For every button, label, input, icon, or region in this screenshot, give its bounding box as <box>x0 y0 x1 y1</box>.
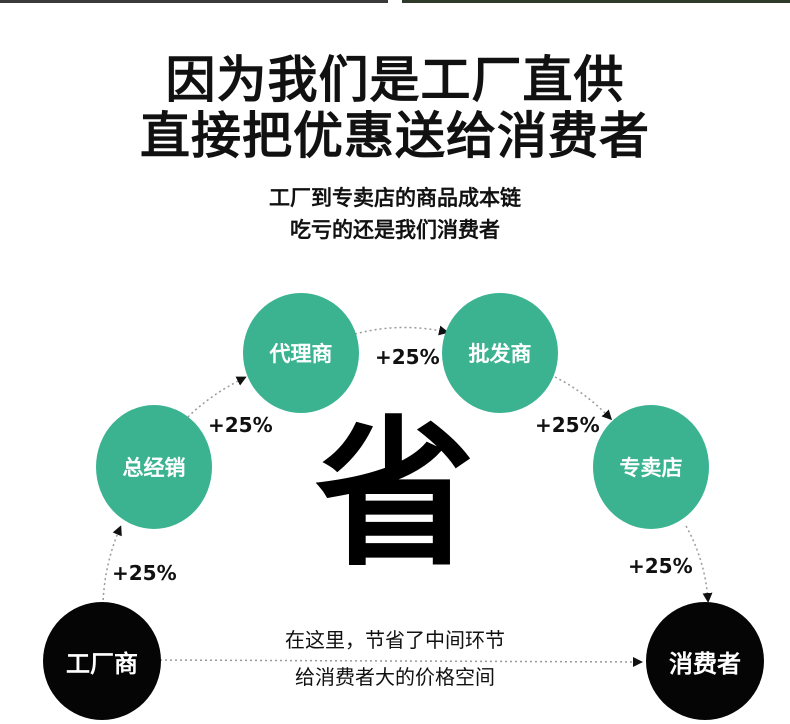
markup-label-5: +25% <box>628 554 693 578</box>
headline-line-2: 直接把优惠送给消费者 <box>140 107 650 165</box>
node-distributor-label: 总经销 <box>122 456 186 480</box>
arrow-factory-to-consumer <box>149 656 643 667</box>
top-divider-left <box>0 0 388 3</box>
node-agent: 代理商 <box>243 293 359 413</box>
save-character: 省 <box>315 401 476 588</box>
node-factory-label: 工厂商 <box>66 649 138 678</box>
node-wholesaler-label: 批发商 <box>468 342 532 366</box>
node-store: 专卖店 <box>593 405 709 529</box>
markup-label-3: +25% <box>375 345 440 369</box>
arrow-store-to-consumer <box>685 525 713 603</box>
arrow-distributor-to-agent <box>187 376 247 418</box>
arrow-factory-to-distributor <box>102 525 122 606</box>
node-factory: 工厂商 <box>43 602 161 720</box>
subhead-line-1: 工厂到专卖店的商品成本链 <box>269 186 521 210</box>
subhead-line-2: 吃亏的还是我们消费者 <box>290 218 500 242</box>
node-consumer: 消费者 <box>646 602 764 720</box>
node-agent-label: 代理商 <box>269 342 333 366</box>
node-consumer-label: 消费者 <box>669 649 741 678</box>
markup-label-4: +25% <box>535 413 600 437</box>
headline-line-1: 因为我们是工厂直供 <box>165 51 625 109</box>
node-wholesaler: 批发商 <box>442 293 558 413</box>
node-distributor: 总经销 <box>96 405 212 529</box>
top-divider-right <box>402 0 790 3</box>
caption-line-2: 给消费者大的价格空间 <box>295 665 495 689</box>
node-store-label: 专卖店 <box>619 456 683 480</box>
markup-label-2: +25% <box>208 413 273 437</box>
markup-label-1: +25% <box>112 561 177 585</box>
caption-line-1: 在这里，节省了中间环节 <box>285 628 505 652</box>
arrow-agent-to-wholesaler <box>354 325 449 336</box>
arrow-wholesaler-to-store <box>554 376 613 421</box>
